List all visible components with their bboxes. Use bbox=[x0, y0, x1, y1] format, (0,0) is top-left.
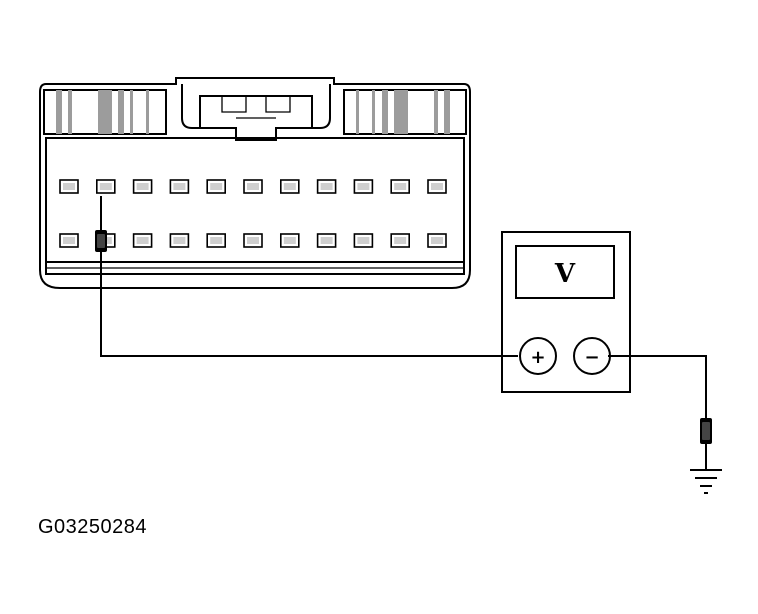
negative-terminal-symbol: − bbox=[584, 347, 599, 368]
pin-cavity-inner bbox=[357, 183, 370, 190]
pin-cavity-inner bbox=[173, 183, 186, 190]
pin-cavity-inner bbox=[247, 183, 259, 190]
pin-cavity-inner bbox=[394, 237, 407, 244]
pin-cavity-inner bbox=[173, 237, 186, 244]
voltmeter-display bbox=[515, 245, 615, 299]
pin-cavity-inner bbox=[283, 183, 296, 190]
pin-cavity-inner bbox=[320, 237, 333, 244]
pin-cavity-inner bbox=[431, 237, 443, 244]
pin-cavity-inner bbox=[210, 183, 223, 190]
connector-right-shell bbox=[343, 89, 467, 135]
connector bbox=[39, 77, 471, 289]
pin-cavity-inner bbox=[210, 237, 223, 244]
voltmeter-display-label: V bbox=[554, 259, 576, 289]
pin-cavity-inner bbox=[394, 183, 407, 190]
figure-id-label: G03250284 bbox=[38, 516, 148, 538]
pin-cavity-inner bbox=[247, 237, 259, 244]
pin-cavity-inner bbox=[136, 237, 149, 244]
pin-cavity-inner bbox=[99, 183, 112, 190]
positive-terminal-symbol: + bbox=[530, 347, 545, 368]
pin-row-top bbox=[59, 179, 447, 194]
pin-cavity-inner bbox=[63, 237, 75, 244]
positive-test-lead bbox=[100, 252, 518, 357]
pin-cavity-inner bbox=[357, 237, 370, 244]
voltmeter: V + − bbox=[501, 231, 631, 393]
probe-icon bbox=[95, 196, 107, 252]
positive-terminal bbox=[519, 337, 557, 375]
pin-cavity-inner bbox=[320, 183, 333, 190]
pin-row-bottom bbox=[59, 233, 447, 248]
pin-cavity-inner bbox=[136, 183, 149, 190]
pin-cavity-inner bbox=[431, 183, 443, 190]
negative-test-lead bbox=[608, 355, 707, 418]
pin-cavity-inner bbox=[283, 237, 296, 244]
pin-cavity-inner bbox=[63, 183, 75, 190]
connector-body-outline bbox=[39, 77, 471, 289]
negative-terminal bbox=[573, 337, 611, 375]
ground-probe-icon bbox=[700, 418, 712, 470]
connector-locking-tab bbox=[181, 84, 331, 141]
connector-left-shell bbox=[43, 89, 167, 135]
ground-symbol-icon bbox=[690, 469, 722, 494]
